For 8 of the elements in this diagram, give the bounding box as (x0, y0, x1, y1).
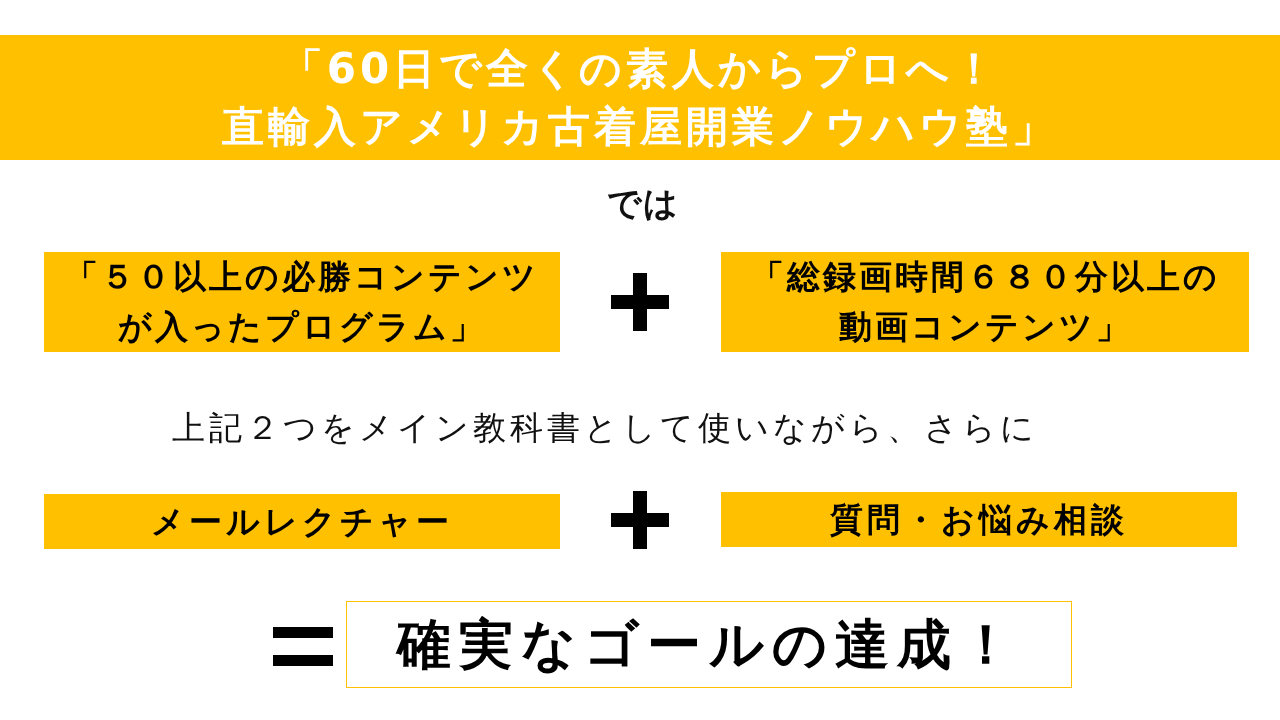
content-box: メールレクチャー (44, 494, 560, 549)
result-box: 確実なゴールの達成！ (346, 601, 1072, 688)
content-box: 「総録画時間６８０分以上の動画コンテンツ」 (721, 252, 1249, 352)
connector-text: では (606, 182, 680, 225)
title-banner: 「60日で全くの素人からプロへ！直輸入アメリカ古着屋開業ノウハウ塾」 (0, 35, 1280, 160)
content-box: 質問・お悩み相談 (721, 492, 1237, 547)
content-box: 「５０以上の必勝コンテンツが入ったプログラム」 (44, 252, 560, 352)
note-text: 上記２つをメイン教科書として使いながら、さらに (171, 407, 1039, 449)
